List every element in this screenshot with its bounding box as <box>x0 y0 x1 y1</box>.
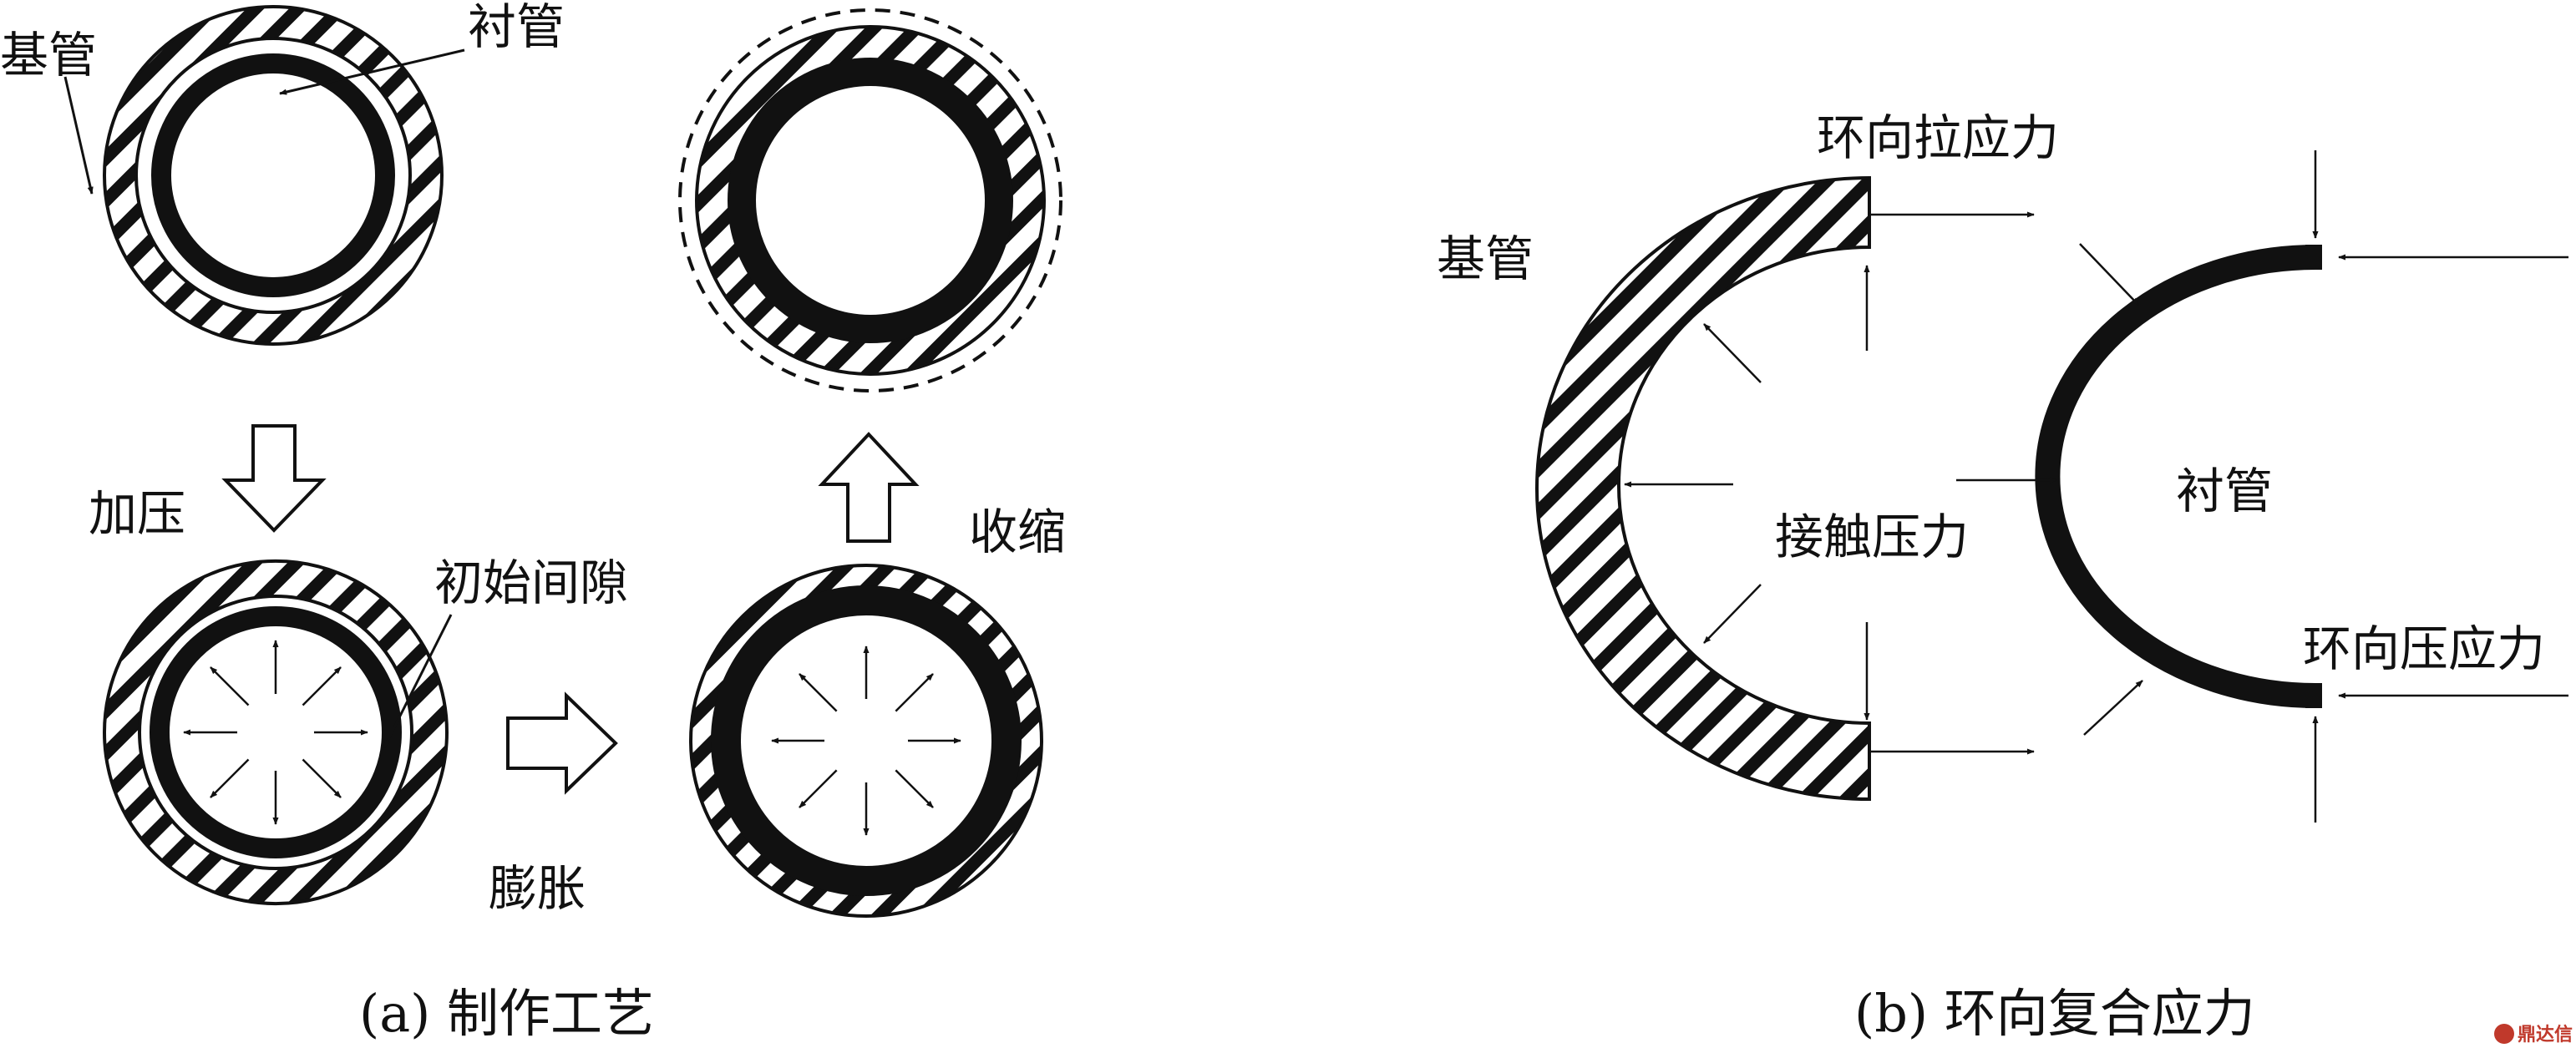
panel-b: 基管 环向拉应力 接触压力 衬管 环向压应力 (b) 环向复合应力 <box>1437 109 2568 1044</box>
pipe-assembly-final <box>678 8 1062 392</box>
pipe-assembly-expanded <box>689 564 1043 918</box>
label-hoop-tensile: 环向拉应力 <box>1817 109 2059 166</box>
label-liner: 衬管 <box>468 0 565 55</box>
base-pipe-half-ring <box>1535 175 1871 802</box>
liner-leader <box>279 48 465 95</box>
center-mask <box>237 694 314 771</box>
initial-gap-leader <box>383 614 453 748</box>
caption-b: (b) 环向复合应力 <box>1854 983 2255 1044</box>
label-shrink: 收缩 <box>969 504 1066 560</box>
label-base-pipe-b: 基管 <box>1437 230 1534 287</box>
label-pressurize: 加压 <box>89 485 185 542</box>
watermark-text: 鼎达信 <box>2518 1024 2573 1045</box>
liner-ring <box>151 53 395 297</box>
pressurize-arrow <box>221 424 327 533</box>
base-pipe-ring <box>102 559 449 905</box>
original-outline-dashed <box>678 8 1062 392</box>
liner-half-ring <box>2035 245 2316 708</box>
label-base-pipe: 基管 <box>0 27 97 84</box>
label-expand: 膨胀 <box>489 860 586 917</box>
base-pipe-leader <box>63 76 94 195</box>
center-mask <box>824 699 908 782</box>
pipe-assembly-initial <box>63 5 465 346</box>
pipe-assembly-expanding <box>102 559 453 905</box>
liner-ring <box>728 58 1013 343</box>
expand-arrow <box>506 691 618 795</box>
logo-icon <box>2494 1024 2514 1044</box>
label-contact-pressure: 接触压力 <box>1775 509 1969 565</box>
shrink-arrow <box>818 432 920 543</box>
caption-a: (a) 制作工艺 <box>359 983 654 1044</box>
force-arrows <box>1624 150 2568 823</box>
label-hoop-compressive: 环向压应力 <box>2303 620 2545 677</box>
base-pipe-ring <box>102 5 444 346</box>
panel-a: 基管 衬管 加压 初始间隙 膨胀 收缩 (a) 制作工艺 <box>0 0 1066 1044</box>
label-initial-gap: 初始间隙 <box>434 554 628 611</box>
label-liner-b: 衬管 <box>2176 463 2273 519</box>
watermark: 鼎达信 <box>2494 1024 2573 1045</box>
